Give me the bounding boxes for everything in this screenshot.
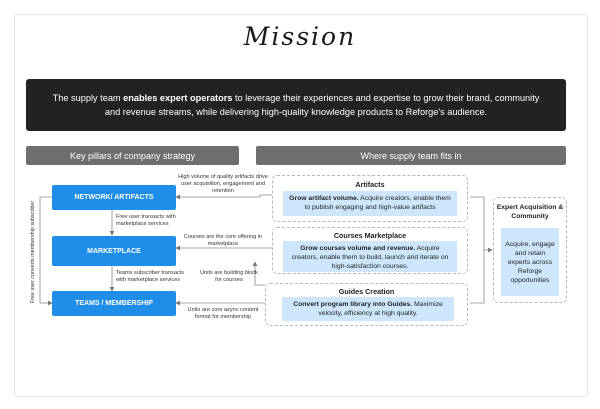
fit-guides-box: Guides Creation Convert program library …	[265, 283, 468, 326]
fit-courses-label: Courses Marketplace	[333, 231, 407, 240]
pillar-marketplace: MARKETPLACE	[52, 236, 176, 266]
note-courses-core: Courses are the core offering in marketp…	[183, 234, 263, 247]
fit-courses-box: Courses Marketplace Grow courses volume …	[272, 227, 468, 274]
fit-artifacts-bold: Grow artifact volume.	[289, 195, 359, 202]
note-free-user: Free user transacts with marketplace ser…	[116, 214, 176, 227]
side-label: Free user converts membership subscriber	[30, 200, 36, 304]
note-teams-subscriber: Teams subscriber transacts with marketpl…	[116, 270, 185, 283]
arrow-artifacts-network	[175, 194, 272, 200]
fit-guides-rest: Maximize velocity, efficiency at high qu…	[318, 301, 443, 317]
expert-description: Acquire, engage and retain experts acros…	[501, 228, 559, 296]
fit-artifacts-description: Grow artifact volume. Acquire creators, …	[283, 191, 457, 216]
fit-guides-description: Convert program library into Guides. Max…	[282, 297, 454, 321]
header-supply-fit: Where supply team fits in	[256, 146, 566, 165]
expert-label: Expert Acquisition & Community	[496, 204, 564, 220]
fit-artifacts-label: Artifacts	[355, 180, 385, 189]
note-units-building-block: Units are building block for courses	[200, 270, 258, 283]
header-key-pillars: Key pillars of company strategy	[26, 146, 239, 165]
pillar-teams-membership: TEAMS / MEMBERSHIP	[52, 291, 176, 316]
fit-guides-bold: Convert program library into Guides.	[293, 301, 413, 308]
pillar-network-artifacts: NETWORK/ ARTIFACTS	[52, 185, 176, 210]
fit-courses-rest: Acquire creators, enable them to build, …	[291, 245, 449, 270]
page-title: Mission	[243, 22, 357, 51]
mission-text-post: to leverage their experiences and expert…	[104, 93, 540, 117]
fit-courses-description: Grow courses volume and revenue. Acquire…	[283, 241, 457, 272]
arrow-guides-courses	[252, 261, 265, 286]
mission-text-pre: The supply team	[52, 93, 124, 103]
note-high-volume: High volume of quality artifacts drive u…	[178, 174, 268, 194]
expert-bracket	[470, 196, 485, 304]
fit-artifacts-rest: Acquire creators, enable them to publish…	[304, 195, 451, 211]
bracket-line	[39, 196, 53, 306]
mission-statement: The supply team enables expert operators…	[26, 79, 566, 131]
mission-text-bold: enables expert operators	[123, 93, 233, 103]
fit-artifacts-box: Artifacts Grow artifact volume. Acquire …	[272, 175, 468, 222]
fit-courses-bold: Grow courses volume and revenue.	[300, 245, 416, 252]
fit-guides-label: Guides Creation	[338, 287, 395, 296]
note-units-async: Units are core async content format for …	[187, 307, 259, 320]
expert-box: Expert Acquisition & Community Acquire, …	[493, 197, 567, 303]
